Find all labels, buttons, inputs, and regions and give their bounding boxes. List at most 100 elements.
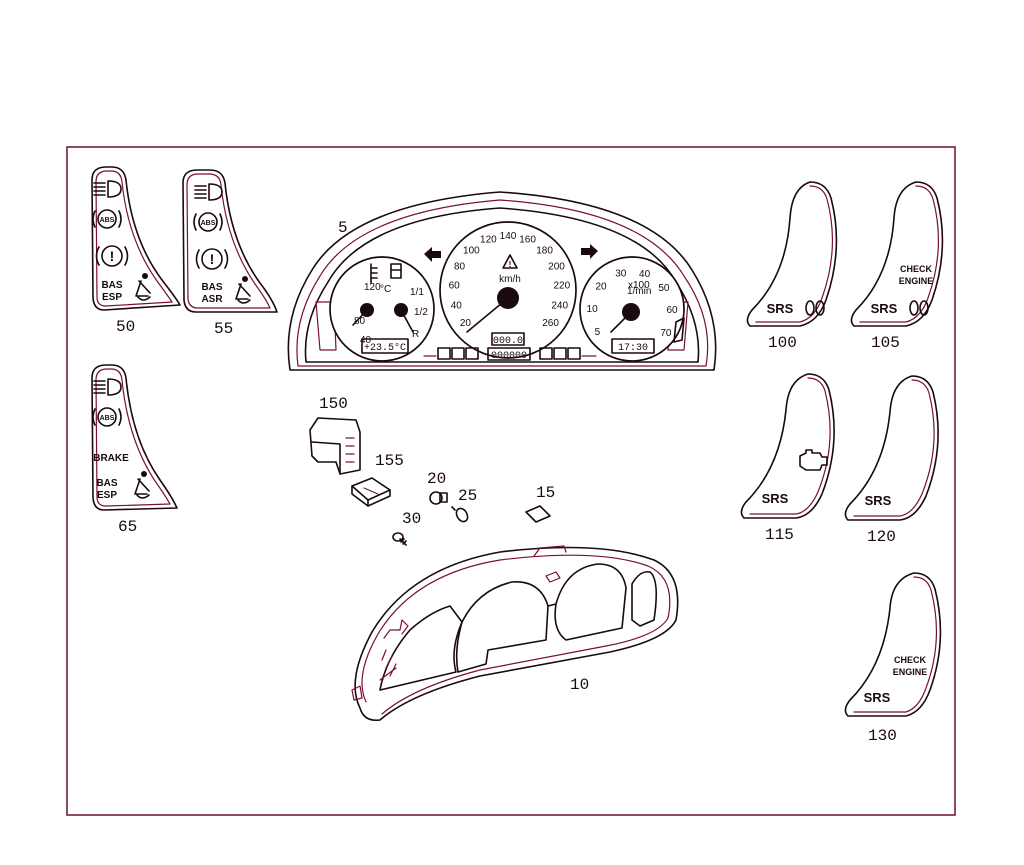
clip-part-155[interactable]	[351, 477, 391, 507]
seatbelt-icon	[135, 273, 151, 301]
speedo-tick-160: 160	[519, 235, 536, 246]
lens-text-line1: BAS	[101, 280, 122, 291]
callout-130: 130	[868, 727, 897, 745]
warning-lens-105[interactable]: CHECK ENGINE SRS	[850, 181, 944, 327]
callout-55: 55	[214, 320, 233, 338]
warning-lens-120[interactable]: SRS	[844, 375, 939, 521]
speedo-tick-120: 120	[480, 235, 497, 246]
warning-lens-130[interactable]: CHECK ENGINE SRS	[844, 572, 942, 717]
temp-fuel-gauge: 120 °C 80 40 1/1 1/2 R +23.5°C	[329, 256, 435, 362]
callout-150: 150	[319, 395, 348, 413]
srs-text: SRS	[865, 493, 892, 508]
bulb-part-25[interactable]	[451, 506, 470, 523]
check-text: CHECK	[900, 264, 933, 274]
connector-part-150[interactable]	[309, 417, 361, 475]
callout-65: 65	[118, 518, 137, 536]
engine-text: ENGINE	[893, 667, 928, 677]
abs-text: ABS	[201, 220, 216, 227]
tacho-tick-70: 70	[660, 328, 672, 339]
tacho-tick-50: 50	[658, 283, 670, 294]
speedo-tick-100: 100	[463, 245, 480, 256]
lens-text-line2: ESP	[97, 490, 117, 501]
speedo-tick-80: 80	[454, 261, 466, 272]
lens-text-line2: ASR	[201, 294, 223, 305]
callout-120: 120	[867, 528, 896, 546]
fuel-tick-reserve: R	[412, 329, 419, 340]
temp-tick-120: 120	[364, 282, 381, 293]
temp-tick-80: 80	[354, 316, 366, 327]
warning-lens-100[interactable]: SRS	[746, 181, 838, 327]
lens-text-line1: BAS	[201, 282, 222, 293]
indicator-row: 000000	[423, 347, 597, 362]
speedo-tick-260: 260	[542, 318, 559, 329]
warning-lens-115[interactable]: SRS	[740, 373, 835, 519]
warning-lens-55[interactable]: ABS ! BAS ASR	[182, 169, 278, 313]
svg-text:!: !	[110, 248, 115, 264]
tacho-unit-top: x100	[628, 280, 650, 291]
speedo-tick-20: 20	[460, 318, 472, 329]
coolant-icon	[370, 263, 378, 284]
tacho-tick-30: 30	[615, 269, 627, 280]
screw-part-30[interactable]	[392, 532, 407, 546]
turn-signal-right-icon	[581, 244, 598, 259]
fuel-tick-half: 1/2	[414, 307, 428, 318]
bulb-socket-part-20[interactable]	[429, 491, 448, 505]
srs-text: SRS	[871, 301, 898, 316]
svg-text:!: !	[210, 251, 215, 267]
seatbelt-icon	[235, 276, 251, 304]
srs-text: SRS	[767, 301, 794, 316]
headlight-icon	[194, 183, 223, 201]
callout-10: 10	[570, 676, 589, 694]
instrument-cluster[interactable]: 120 °C 80 40 1/1 1/2 R +23.5°C 204060801…	[287, 191, 717, 371]
tacho-tick-60: 60	[666, 305, 678, 316]
callout-15: 15	[536, 484, 555, 502]
trip-display: 000.0	[493, 336, 523, 347]
headlight-icon	[93, 180, 122, 198]
speedo-tick-140: 140	[500, 231, 517, 242]
callout-105: 105	[871, 334, 900, 352]
lens-text-line2: ESP	[102, 292, 122, 303]
diagram-frame	[66, 146, 956, 816]
temp-tick-40: 40	[360, 335, 372, 346]
warning-lens-65[interactable]: ABS BRAKE BAS ESP	[91, 364, 178, 511]
speedo-tick-40: 40	[451, 301, 463, 312]
airbag-icon	[805, 300, 825, 316]
callout-100: 100	[768, 334, 797, 352]
lens-text-line1: BAS	[96, 478, 117, 489]
cluster-housing-10[interactable]	[351, 545, 679, 722]
fuel-tick-full: 1/1	[410, 287, 424, 298]
callout-25: 25	[458, 487, 477, 505]
fuel-pump-icon	[390, 263, 402, 279]
speedo-tick-200: 200	[548, 261, 565, 272]
srs-text: SRS	[864, 690, 891, 705]
callout-20: 20	[427, 470, 446, 488]
speedo-tick-180: 180	[536, 245, 553, 256]
warning-lens-50[interactable]: ABS ! BAS ESP	[91, 166, 181, 311]
speedo-tick-60: 60	[449, 281, 461, 292]
temp-unit: °C	[380, 284, 391, 295]
tacho-tick-40: 40	[639, 269, 651, 280]
clock-display: 17:30	[618, 343, 648, 354]
engine-icon	[799, 449, 828, 471]
abs-text: ABS	[100, 415, 115, 422]
headlight-icon	[93, 378, 122, 396]
engine-text: ENGINE	[899, 276, 934, 286]
abs-text: ABS	[100, 217, 115, 224]
abs-icon: ABS	[193, 212, 223, 232]
lens-part-15[interactable]	[525, 505, 551, 523]
turn-signal-left-icon	[424, 247, 441, 262]
warning-triangle-icon: !	[502, 254, 518, 269]
outside-temp-display: +23.5°C	[364, 342, 406, 354]
speedo-tick-220: 220	[553, 281, 570, 292]
speedo-tick-240: 240	[551, 301, 568, 312]
speedo-unit: km/h	[499, 274, 521, 285]
callout-30: 30	[402, 510, 421, 528]
callout-155: 155	[375, 452, 404, 470]
odometer-display: 000000	[491, 351, 527, 362]
tacho-tick-10: 10	[587, 304, 599, 315]
